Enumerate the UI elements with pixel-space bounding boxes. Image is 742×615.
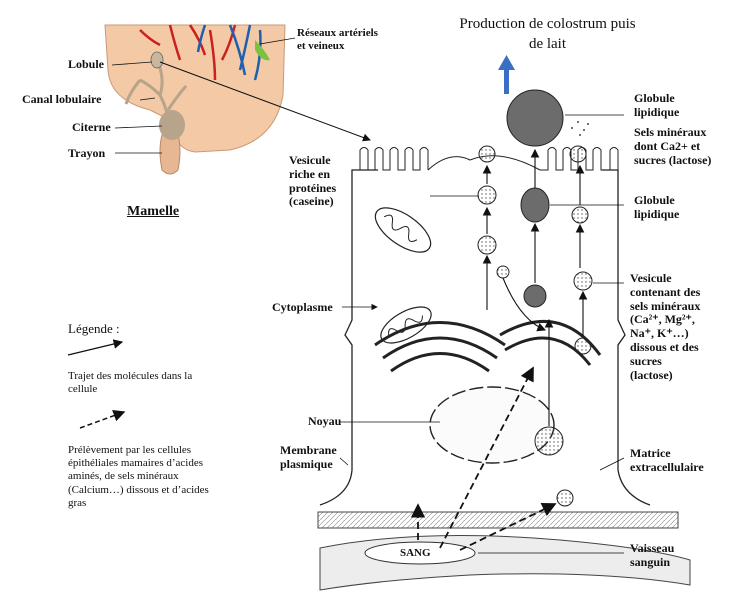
label-citerne: Citerne	[72, 120, 111, 134]
label-sels-mineraux: Sels minéraux dont Ca2+ et sucres (lacto…	[634, 125, 712, 167]
vein-network	[196, 24, 262, 81]
vesicule-line-1: Vesicule	[289, 153, 331, 167]
basal-lamina	[317, 511, 679, 529]
right-membrane	[602, 169, 651, 506]
legend-dashed-line-5: gras	[68, 496, 87, 509]
globule-mid-line-1: Globule	[634, 193, 675, 207]
teat	[159, 134, 181, 175]
label-reseaux: Réseaux artériels et veineux	[297, 27, 378, 52]
cistern	[159, 110, 185, 140]
globule-top-line-2: lipidique	[634, 104, 680, 119]
label-noyau: Noyau	[308, 414, 342, 428]
vesicule-line-3: protéines	[289, 180, 337, 195]
matrice-line-1: Matrice	[630, 446, 671, 460]
legend-solid-line-1: Trajet des molécules dans la	[68, 370, 193, 382]
membrane-line-2: plasmique	[280, 456, 333, 471]
vesicule2-line-1: Vesicule	[630, 271, 672, 285]
vesicule2-line-3: sels minéraux	[630, 298, 701, 313]
production-arrow-icon	[498, 55, 515, 94]
vaisseau-line-1: Vaisseau	[630, 541, 675, 555]
title-line-1: Production de colostrum puis	[459, 16, 636, 32]
vesicule2-line-8: (lactose)	[630, 367, 673, 382]
legend-dashed-line-3: aminés, de sels minéraux	[68, 470, 179, 483]
label-vaisseau-sanguin: Vaisseau sanguin	[630, 541, 675, 570]
legend-dashed-line-2: épithéliales mamaires d’acides	[68, 457, 203, 470]
lymph-node	[255, 40, 270, 61]
label-vesicule-caseine: Vesicule riche en protéines (caseine)	[289, 153, 337, 209]
label-lobule: Lobule	[68, 57, 105, 71]
sels-line-3: sucres (lactose)	[634, 152, 712, 167]
molecule-paths	[482, 148, 588, 426]
vesicule2-line-2: contenant des	[630, 284, 701, 299]
label-globule-lipidique-top: Globule lipidique	[634, 91, 680, 120]
legend-solid-text: Trajet des molécules dans la cellule	[68, 370, 192, 396]
legend-dashed-line-1: Prélèvement par les cellules	[68, 444, 192, 456]
label-mamelle: Mamelle	[127, 204, 180, 219]
label-matrice-extracellulaire: Matrice extracellulaire	[630, 446, 704, 475]
membrane-line-1: Membrane	[280, 443, 337, 457]
microvilli-left	[352, 147, 429, 171]
vesicule2-line-5: Na⁺, K⁺…)	[630, 326, 689, 341]
legend-solid-arrow	[67, 339, 124, 356]
epithelial-cell	[317, 89, 691, 591]
legend-heading: Légende :	[68, 321, 120, 336]
lipid-globule-top	[506, 89, 564, 147]
vesicule-line-4: (caseine)	[289, 194, 334, 209]
secretory-vesicles	[477, 145, 593, 507]
vesicule2-line-6: dissous et des	[630, 339, 699, 354]
diagram-title: Production de colostrum puis de lait	[455, 14, 640, 55]
label-globule-lipidique-mid: Globule lipidique	[634, 193, 680, 222]
title-line-2: de lait	[528, 36, 567, 53]
label-canal-lobulaire: Canal lobulaire	[22, 92, 102, 106]
vesicule-line-2: riche en	[289, 166, 330, 181]
artery-network	[139, 24, 237, 81]
reseaux-line-2: et veineux	[297, 39, 345, 52]
label-membrane-plasmique: Membrane plasmique	[280, 443, 337, 472]
matrice-line-2: extracellulaire	[630, 459, 704, 474]
vaisseau-line-2: sanguin	[630, 554, 671, 569]
mitochondrion-top	[374, 207, 432, 253]
label-vesicule-sels: Vesicule contenant des sels minéraux (Ca…	[630, 271, 701, 382]
vesicule2-line-7: sucres	[630, 353, 662, 368]
sels-line-2: dont Ca2+ et	[634, 138, 701, 153]
legend-solid-line-2: cellule	[68, 383, 98, 396]
lobular-canal	[124, 61, 188, 131]
left-membrane	[319, 169, 378, 506]
lipid-globule-mid	[520, 187, 550, 223]
lobule-shape	[150, 51, 164, 69]
reseaux-line-1: Réseaux artériels	[297, 27, 378, 39]
vesicule2-line-4: (Ca²⁺, Mg²⁺,	[630, 312, 695, 327]
legend-dashed-line-4: (Calcium…) dissous et d’acides	[68, 483, 209, 496]
label-trayon: Trayon	[68, 146, 106, 160]
globule-top-line-1: Globule	[634, 91, 675, 105]
label-pointers	[339, 114, 625, 554]
udder-illustration	[104, 24, 286, 175]
label-cytoplasme: Cytoplasme	[272, 300, 333, 314]
label-sang: SANG	[400, 547, 431, 559]
sels-line-1: Sels minéraux	[634, 125, 707, 139]
legend-dashed-arrow	[79, 409, 126, 429]
mitochondrion-mid	[380, 306, 432, 344]
globule-mid-line-2: lipidique	[634, 206, 680, 221]
golgi-apparatus	[374, 319, 602, 373]
lipid-globule-small	[523, 284, 547, 308]
nucleus	[429, 386, 555, 464]
legend-dashed-text: Prélèvement par les cellules épithéliale…	[68, 444, 209, 510]
mineral-particles	[571, 121, 589, 136]
uptake-paths	[410, 366, 557, 551]
